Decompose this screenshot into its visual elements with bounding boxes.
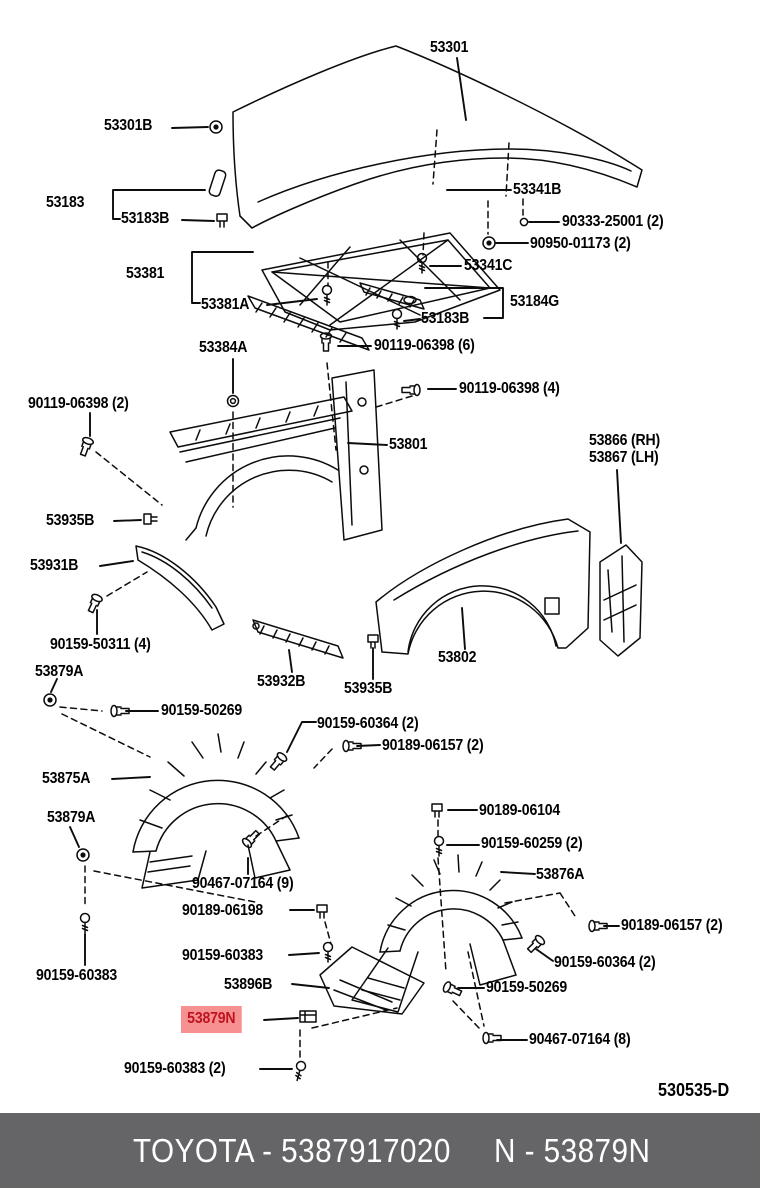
- part-label: 53935B: [344, 680, 393, 697]
- part-label: 90467-07164 (8): [529, 1031, 631, 1048]
- seal-retainer-strip: [359, 282, 425, 310]
- retainer-icon: [299, 1010, 317, 1023]
- bolt-icon: [441, 979, 464, 1000]
- clip-icon: [216, 213, 228, 228]
- apron-brace: [135, 545, 225, 631]
- dashed-lines: [59, 129, 576, 1059]
- part-label: 90159-60259 (2): [481, 835, 583, 852]
- fender-liner-left: [132, 733, 300, 889]
- screw-icon: [79, 912, 91, 934]
- grommet-icon: [43, 693, 57, 707]
- bolt-icon: [76, 435, 95, 458]
- part-label: 53802: [438, 649, 477, 666]
- hood-cushion: [208, 169, 227, 197]
- part-label: 90159-60364 (2): [554, 954, 656, 971]
- front-fender-apron: [169, 369, 383, 541]
- part-label: 90159-50269: [486, 979, 568, 996]
- part-label: 53801: [389, 436, 428, 453]
- part-label: 53876A: [536, 866, 585, 883]
- part-label: 53301B: [104, 117, 153, 134]
- part-label: 53931B: [30, 557, 79, 574]
- grommet-icon: [209, 120, 223, 134]
- footer-reference-number: N - 53879N: [494, 1131, 651, 1169]
- part-label: 53932B: [257, 673, 306, 690]
- clip-icon: [316, 904, 328, 919]
- part-label: 53341C: [464, 257, 513, 274]
- bolt-icon: [401, 383, 421, 397]
- washer-icon: [519, 217, 529, 227]
- apron-seal-strip: [252, 619, 344, 659]
- part-label: 90189-06198: [182, 902, 264, 919]
- clip-icon: [367, 634, 379, 649]
- part-label: 53184G: [510, 293, 560, 310]
- front-fender: [375, 518, 591, 655]
- grommet-icon: [482, 236, 496, 250]
- diagram-code: 530535-D: [658, 1080, 730, 1100]
- footer-part-number: TOYOTA - 5387917020: [133, 1131, 451, 1169]
- screw-icon: [322, 941, 334, 963]
- highlighted-part-label: 53879N: [181, 1006, 242, 1033]
- grommet-icon: [76, 848, 90, 862]
- part-label: 53384A: [199, 339, 248, 356]
- part-label: 53183B: [421, 310, 470, 327]
- bolt-icon: [84, 592, 105, 615]
- clip-icon: [143, 513, 158, 525]
- hood-inner-panel: [261, 232, 501, 331]
- bolt-icon: [240, 827, 263, 850]
- part-label: 53935B: [46, 512, 95, 529]
- fender-mudguard: [599, 544, 643, 657]
- nut-icon: [226, 394, 240, 408]
- part-label: 90159-50311 (4): [50, 636, 151, 653]
- part-label: 53381: [126, 265, 165, 282]
- part-label: 90159-60383: [182, 947, 264, 964]
- bolt-icon: [524, 933, 547, 956]
- part-label: 53879A: [35, 663, 84, 680]
- part-label: 53879A: [47, 809, 96, 826]
- part-label: 90159-60364 (2): [317, 715, 419, 732]
- part-label: 90189-06157 (2): [382, 737, 484, 754]
- bolt-icon: [482, 1031, 502, 1045]
- part-label: 90159-60383: [36, 967, 118, 984]
- part-label: 53183B: [121, 210, 170, 227]
- part-label: 90119-06398 (6): [374, 337, 475, 354]
- bolt-icon: [267, 750, 289, 773]
- screw-icon: [292, 1059, 308, 1083]
- leader-lines: [50, 57, 622, 1070]
- pin-clip-icon: [391, 308, 403, 330]
- part-label: 53341B: [513, 181, 562, 198]
- hood-outer-panel: [232, 45, 643, 229]
- footer-bar: TOYOTA - 5387917020 N - 53879N: [0, 1113, 760, 1188]
- part-label: 53183: [46, 194, 85, 211]
- diagram-line-art: [43, 45, 643, 1083]
- pin-clip-icon: [321, 284, 333, 306]
- lower-deflector: [319, 946, 425, 1015]
- part-label: 90159-60383 (2): [124, 1060, 226, 1077]
- part-label: 90119-06398 (2): [28, 395, 129, 412]
- part-label: 90159-50269: [161, 702, 243, 719]
- part-label: 53301: [430, 39, 469, 56]
- hood-seal-strip: [247, 295, 370, 351]
- part-label: 53896B: [224, 976, 273, 993]
- part-label: 90333-25001 (2): [562, 213, 664, 230]
- part-label: 53867 (LH): [589, 449, 659, 466]
- part-label: 90467-07164 (9): [192, 875, 294, 892]
- part-label: 90950-01173 (2): [530, 235, 631, 252]
- part-label: 90189-06157 (2): [621, 917, 723, 934]
- part-label: 53875A: [42, 770, 91, 787]
- part-label: 90189-06104: [479, 802, 561, 819]
- part-label: 90119-06398 (4): [459, 380, 560, 397]
- clip-icon: [431, 803, 443, 818]
- part-label: 53866 (RH): [589, 432, 661, 449]
- part-label: 53381A: [201, 296, 250, 313]
- screw-icon: [433, 835, 445, 857]
